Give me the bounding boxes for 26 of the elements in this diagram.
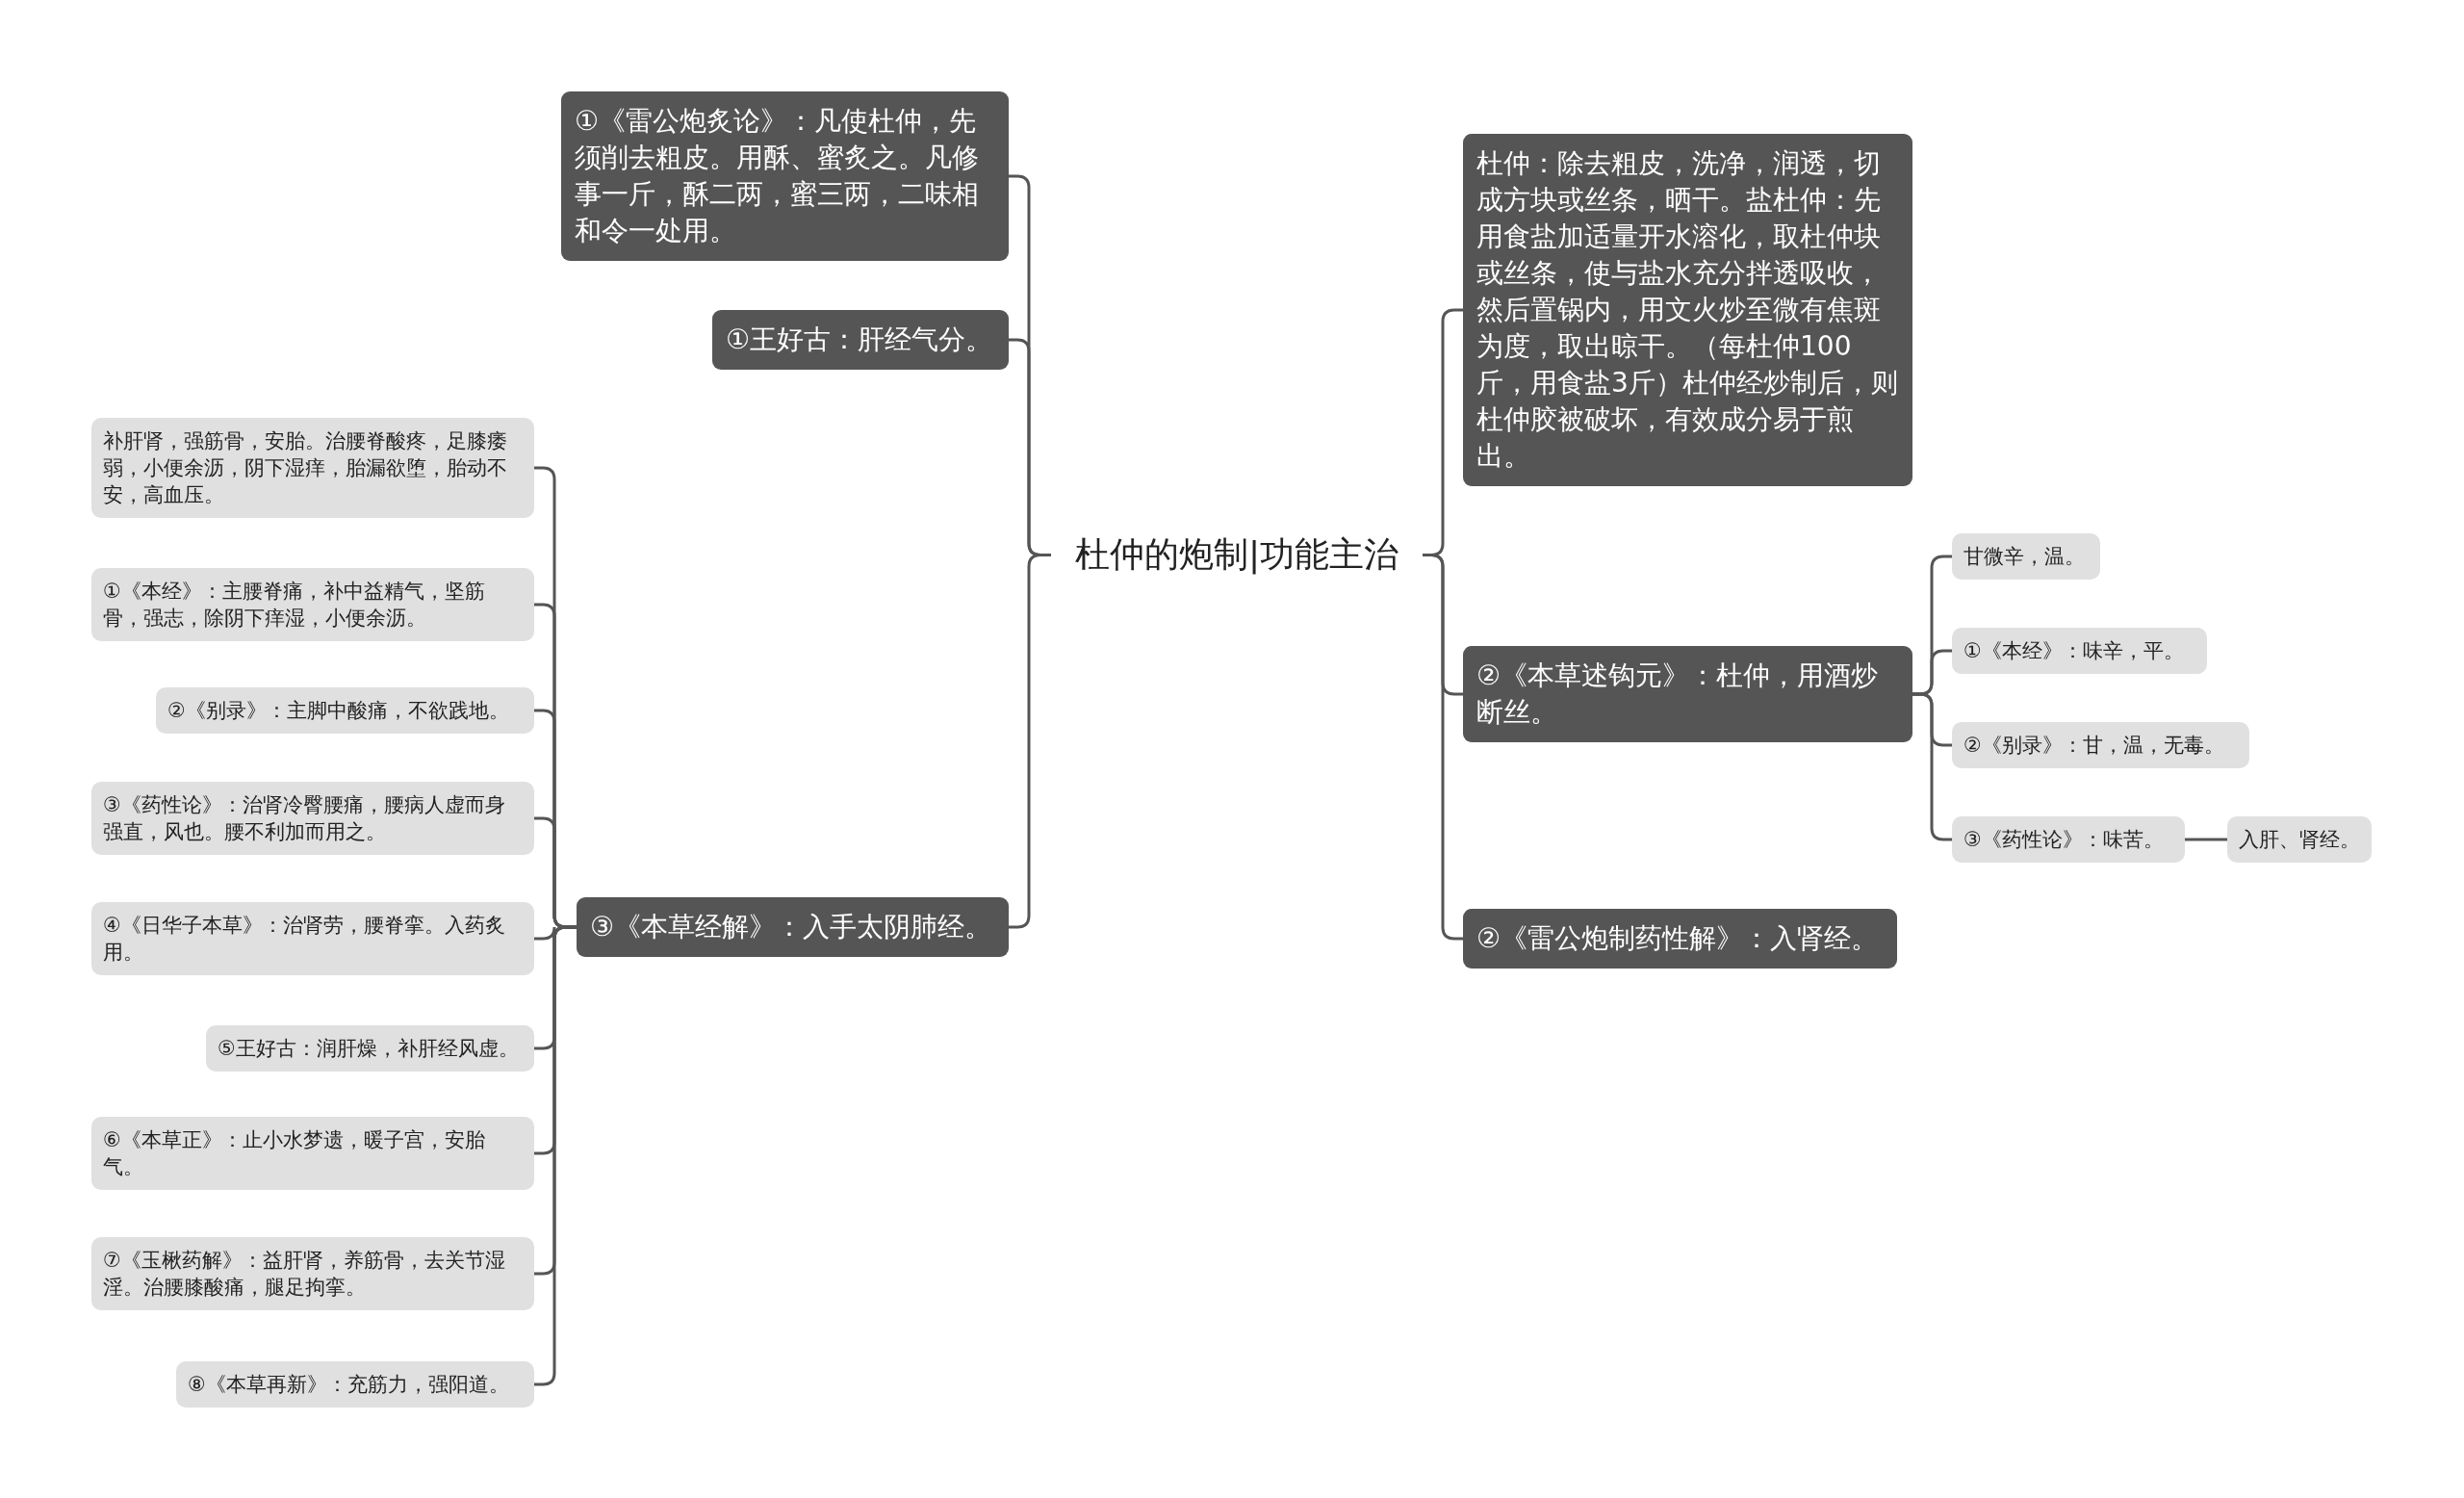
subtopic-box: ⑥《本草正》：止小水梦遗，暖子宫，安胎气。	[91, 1117, 534, 1190]
subtopic-box: ⑧《本草再新》：充筋力，强阳道。	[176, 1361, 534, 1408]
topic-box: ①《雷公炮炙论》：凡使杜仲，先须削去粗皮。用酥、蜜炙之。凡修事一斤，酥二两，蜜三两，二味相和令一处用。	[561, 91, 1009, 261]
connector-line	[2185, 838, 2227, 841]
subtopic-box: ③《药性论》：治肾冷臀腰痛，腰病人虚而身强直，风也。腰不利加而用之。	[91, 782, 534, 855]
topic-box: ②《雷公炮制药性解》：入肾经。	[1463, 909, 1897, 969]
subtopic-box: 补肝肾，强筋骨，安胎。治腰脊酸疼，足膝痿弱，小便余沥，阴下湿痒，胎漏欲堕，胎动不安，高血压。	[91, 418, 534, 518]
topic-box: 杜仲：除去粗皮，洗净，润透，切成方块或丝条，晒干。盐杜仲：先用食盐加适量开水溶化，取杜仲块或丝条，使与盐水充分拌透吸收，然后置锅内，用文火炒至微有焦斑为度，取出晾干。（每杜仲100斤，用食盐3斤）杜仲经炒制后，则杜仲胶被破坏，有效成分易于煎出。	[1463, 134, 1912, 486]
connector-line	[534, 925, 577, 1386]
subtopic-box: 甘微辛，温。	[1952, 533, 2100, 580]
subtopic-box: ④《日华子本草》：治肾劳，腰脊挛。入药炙用。	[91, 902, 534, 975]
subtopic-box: 入肝、肾经。	[2227, 816, 2372, 863]
subtopic-box: ③《药性论》：味苦。	[1952, 816, 2185, 863]
subtopic-box: ⑤王好古：润肝燥，补肝经风虚。	[206, 1025, 534, 1072]
subtopic-box: ①《本经》：味辛，平。	[1952, 628, 2207, 674]
topic-box: ③《本草经解》：入手太阴肺经。	[577, 897, 1009, 957]
subtopic-box: ①《本经》：主腰脊痛，补中益精气，坚筋骨，强志，除阴下痒湿，小便余沥。	[91, 568, 534, 641]
subtopic-box: ②《别录》：主脚中酸痛，不欲践地。	[156, 687, 534, 734]
connector-line	[1423, 554, 1463, 941]
topic-box: ①王好古：肝经气分。	[712, 310, 1009, 370]
connector-line	[1009, 554, 1051, 929]
subtopic-box: ⑦《玉楸药解》：益肝肾，养筋骨，去关节湿淫。治腰膝酸痛，腿足拘挛。	[91, 1237, 534, 1310]
subtopic-box: ②《别录》：甘，温，无毒。	[1952, 722, 2249, 768]
central-topic: 杜仲的炮制|功能主治	[1051, 526, 1423, 584]
topic-box: ②《本草述钩元》：杜仲，用酒炒断丝。	[1463, 646, 1912, 742]
connector-line	[1912, 692, 1952, 841]
